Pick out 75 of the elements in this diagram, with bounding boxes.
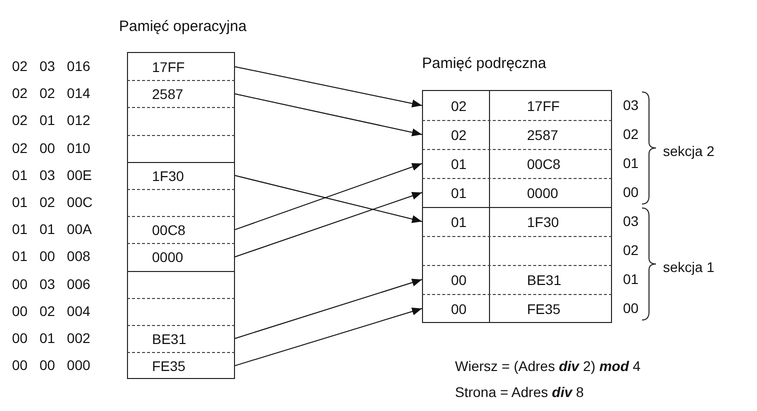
address-label: 00 03 006 [12, 276, 90, 292]
memory-cell [127, 325, 235, 352]
memory-heading: Pamięć operacyjna [119, 18, 247, 35]
cache-row [422, 120, 612, 149]
data-value: 17FF [152, 58, 185, 75]
formula-text: Strona = Adres div 8 [455, 384, 584, 400]
tag-value: 01 [451, 214, 467, 230]
row-number: 01 [623, 155, 639, 171]
data-value: 1F30 [527, 214, 559, 230]
empty-memory-cell [127, 189, 235, 216]
empty-memory-cell [127, 270, 235, 298]
cache-row [422, 265, 612, 294]
tag-value: 00 [451, 301, 467, 317]
row-number: 02 [623, 126, 639, 142]
memory-cell [127, 352, 235, 380]
row-number: 00 [623, 184, 639, 200]
tag-value: 02 [451, 98, 467, 114]
address-label: 01 03 00E [12, 166, 92, 183]
arrow [234, 174, 422, 223]
arrow [234, 93, 422, 136]
cache-row [422, 207, 612, 236]
address-label: 02 00 010 [12, 140, 90, 156]
tag-value: 00 [451, 272, 467, 288]
cache-row [422, 294, 612, 323]
data-value: 0000 [152, 249, 184, 266]
data-value: 00C8 [527, 156, 560, 172]
formula-text: Wiersz = (Adres div 2) mod 4 [455, 358, 641, 374]
data-value: 17FF [527, 98, 560, 114]
data-value: FE35 [152, 358, 186, 374]
memory-cell [127, 80, 235, 108]
empty-memory-cell [127, 107, 235, 135]
cache-row [422, 178, 612, 207]
address-label: 00 02 004 [12, 302, 90, 319]
memory-cell [127, 162, 235, 189]
address-label: 01 00 008 [12, 248, 90, 264]
memory-cell [127, 243, 235, 271]
memory-heading: Pamięć podręczna [422, 55, 546, 72]
tag-value: 01 [451, 185, 467, 201]
data-value: 1F30 [152, 168, 184, 184]
data-value: 2587 [527, 127, 558, 143]
arrow [234, 66, 422, 108]
memory-cell [127, 216, 235, 244]
arrow [234, 278, 422, 340]
empty-memory-cell [127, 134, 235, 162]
memory-cell [127, 53, 235, 80]
data-value: 00C8 [152, 222, 186, 238]
data-value: FE35 [527, 301, 560, 317]
data-value: 0000 [527, 185, 558, 201]
row-number: 03 [623, 213, 639, 229]
main-memory-block [127, 52, 235, 380]
data-value: BE31 [527, 272, 562, 288]
address-label: 01 01 00A [12, 221, 92, 238]
arrow [234, 192, 422, 258]
section-label: sekcja 1 [663, 259, 714, 275]
address-label: 00 01 002 [12, 330, 90, 346]
address-label: 00 00 000 [12, 357, 90, 374]
row-number: 00 [623, 300, 639, 316]
address-label: 02 01 012 [12, 112, 90, 128]
address-label: 02 02 014 [12, 85, 90, 102]
empty-memory-cell [422, 236, 612, 265]
row-number: 03 [623, 97, 639, 113]
address-label: 01 02 00C [12, 194, 93, 210]
cache-row [422, 149, 612, 178]
tag-value: 02 [451, 127, 467, 143]
empty-memory-cell [127, 298, 235, 325]
data-value: BE31 [152, 331, 186, 348]
arrow [234, 163, 422, 230]
address-label: 02 03 016 [12, 58, 90, 74]
row-number: 02 [623, 242, 639, 258]
row-number: 01 [623, 271, 639, 287]
arrow [234, 308, 422, 366]
tag-value: 01 [451, 156, 467, 172]
cache-row [422, 91, 612, 120]
data-value: 2587 [152, 86, 184, 102]
section-label: sekcja 2 [663, 143, 714, 159]
